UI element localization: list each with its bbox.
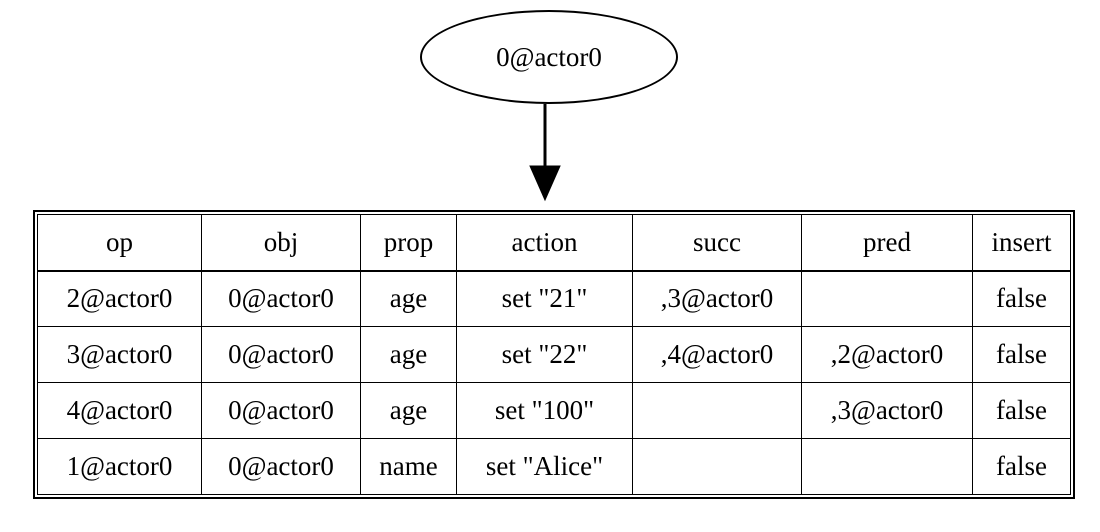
cell-obj: 0@actor0 xyxy=(201,382,361,439)
cell-prop: name xyxy=(360,438,457,495)
node-actor-root[interactable]: 0@actor0 xyxy=(420,10,678,104)
table-row: 1@actor0 0@actor0 name set "Alice" false xyxy=(37,438,1071,495)
cell-succ: ,4@actor0 xyxy=(632,326,802,383)
cell-succ: ,3@actor0 xyxy=(632,270,802,327)
cell-action: set "100" xyxy=(456,382,633,439)
cell-insert: false xyxy=(972,382,1071,439)
cell-pred xyxy=(801,438,973,495)
table-row: 2@actor0 0@actor0 age set "21" ,3@actor0… xyxy=(37,270,1071,327)
cell-insert: false xyxy=(972,326,1071,383)
column-header-pred: pred xyxy=(801,214,973,272)
cell-op: 3@actor0 xyxy=(37,326,202,383)
cell-op: 1@actor0 xyxy=(37,438,202,495)
column-header-insert: insert xyxy=(972,214,1071,272)
cell-action: set "Alice" xyxy=(456,438,633,495)
arrowhead-icon xyxy=(529,165,561,202)
cell-op: 4@actor0 xyxy=(37,382,202,439)
cell-prop: age xyxy=(360,270,457,327)
table-row: 3@actor0 0@actor0 age set "22" ,4@actor0… xyxy=(37,326,1071,383)
cell-obj: 0@actor0 xyxy=(201,438,361,495)
cell-pred: ,3@actor0 xyxy=(801,382,973,439)
cell-insert: false xyxy=(972,270,1071,327)
node-label: 0@actor0 xyxy=(496,41,602,72)
cell-pred: ,2@actor0 xyxy=(801,326,973,383)
cell-action: set "21" xyxy=(456,270,633,327)
op-table: op obj prop action succ pred insert 2@ac… xyxy=(37,214,1071,495)
cell-insert: false xyxy=(972,438,1071,495)
cell-obj: 0@actor0 xyxy=(201,270,361,327)
column-header-op: op xyxy=(37,214,202,272)
cell-succ xyxy=(632,382,802,439)
cell-prop: age xyxy=(360,326,457,383)
column-header-action: action xyxy=(456,214,633,272)
column-header-obj: obj xyxy=(201,214,361,272)
cell-prop: age xyxy=(360,382,457,439)
column-header-succ: succ xyxy=(632,214,802,272)
cell-op: 2@actor0 xyxy=(37,270,202,327)
op-table-node[interactable]: op obj prop action succ pred insert 2@ac… xyxy=(33,210,1075,499)
cell-succ xyxy=(632,438,802,495)
column-header-prop: prop xyxy=(360,214,457,272)
cell-pred xyxy=(801,270,973,327)
cell-obj: 0@actor0 xyxy=(201,326,361,383)
table-row: 4@actor0 0@actor0 age set "100" ,3@actor… xyxy=(37,382,1071,439)
table-header-row: op obj prop action succ pred insert xyxy=(37,214,1071,272)
cell-action: set "22" xyxy=(456,326,633,383)
